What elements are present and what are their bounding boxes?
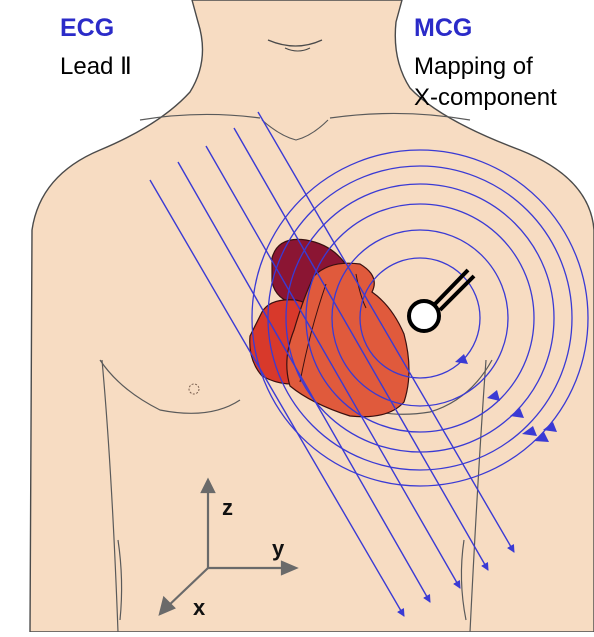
mcg-title: MCG [414,14,473,42]
y-axis-arrowhead [280,560,299,576]
left-side-line [117,539,123,621]
field-circle [251,149,589,487]
field-arrow [487,390,500,401]
sensor-loop [407,299,441,333]
field-arrow [534,432,549,442]
lead-line [149,179,405,617]
right-arm-line [469,359,487,633]
left-pectoral [99,359,241,414]
heart-inner-contour [299,283,327,383]
chin-line [267,39,323,47]
field-arrow [522,426,537,436]
x-axis [165,567,209,609]
sternal-notch [261,119,329,141]
field-circle [359,257,481,379]
lead-line [205,145,461,589]
field-circle [331,229,509,407]
y-axis-label: y [272,536,285,561]
heart-vessel-contour [355,273,367,309]
magnetic-field-circles [251,149,589,487]
left-arm-line [101,359,119,633]
field-arrow [510,408,524,418]
lead-line [177,161,431,603]
right-collarbone [329,112,471,121]
ecg-title: ECG [60,14,115,42]
field-arrow [455,354,468,364]
lead-line [257,111,515,553]
sensor-stem [438,274,476,312]
left-nipple [188,383,200,395]
mcg-mapping-line2: X-component [414,84,557,111]
field-arrows [455,354,557,442]
ecg-lead-label: Lead Ⅱ [60,53,132,80]
right-side-line [460,539,467,621]
coordinate-axes-icon [158,477,299,616]
z-axis-label: z [222,495,233,520]
field-arrow [543,422,557,432]
left-collarbone [139,113,261,121]
x-axis-arrowhead [158,595,176,616]
lead-line [233,127,489,571]
squid-sensor-icon [407,268,476,333]
x-axis-label: x [193,595,206,620]
neck-line [284,47,311,52]
ecg-lead-lines [149,111,515,617]
z-axis-arrowhead [200,477,216,494]
sensor-stem [432,268,470,307]
field-circle [305,203,535,433]
mcg-mapping-line1: Mapping of [414,53,533,80]
